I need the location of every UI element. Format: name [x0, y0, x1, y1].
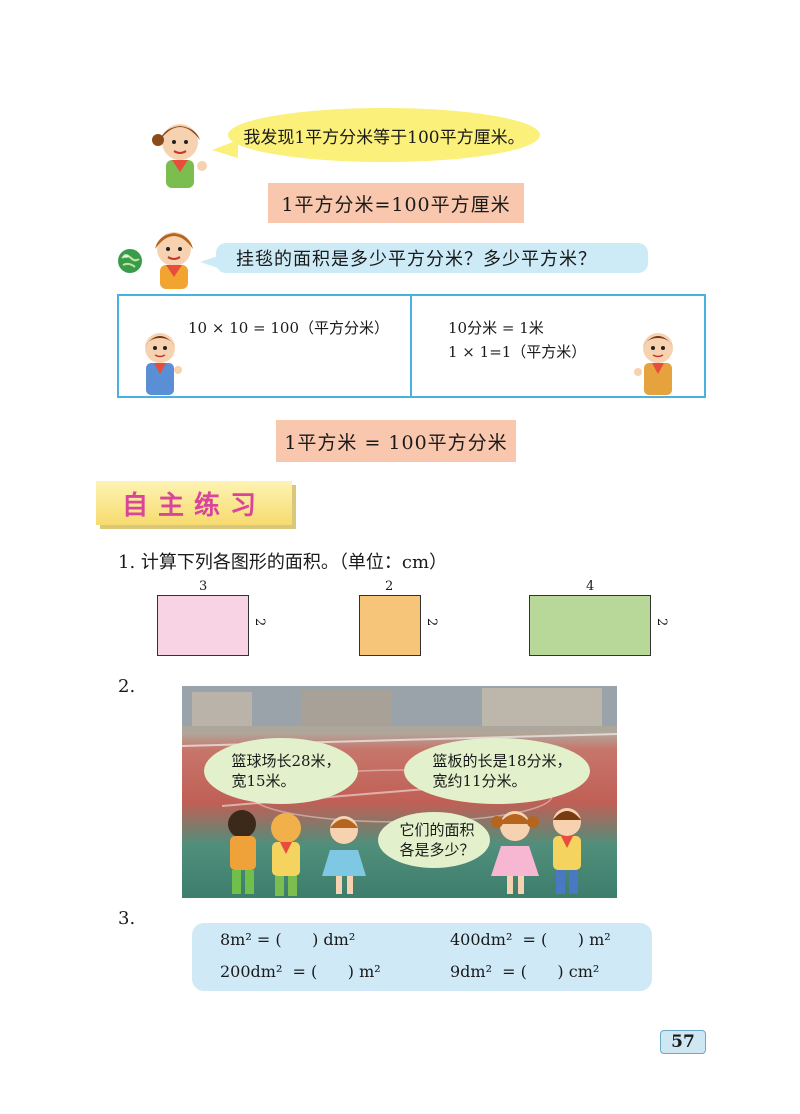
- question-bubble-tail: [200, 256, 218, 268]
- calc-left-text: 10 × 10 = 100（平方分米）: [188, 319, 390, 337]
- shape1-rectangle: [157, 595, 249, 656]
- speech-court-text: 篮球场长28米， 宽15米。: [231, 752, 341, 790]
- question-text: 挂毯的面积是多少平方分米？多少平方米？: [236, 249, 597, 270]
- q3-row2-left[interactable]: 200dm² = ( ) m²: [220, 962, 381, 981]
- q2-number: 2.: [118, 676, 136, 697]
- formula-box-1: 1平方分米=100平方厘米: [268, 183, 524, 223]
- shape2-square: [359, 595, 421, 656]
- basketball-court-photo: 篮球场长28米， 宽15米。 篮板的长是18分米， 宽约11分米。 它们的面积 …: [182, 686, 617, 898]
- boy-illustration-left: [145, 333, 182, 395]
- shape1-top-label: 3: [199, 579, 208, 594]
- speech-bubble-question: 它们的面积 各是多少？: [378, 812, 490, 868]
- formula-2-text: 1平方米 = 100平方分米: [284, 431, 508, 454]
- speech-bubble-backboard: 篮板的长是18分米， 宽约11分米。: [404, 738, 590, 804]
- shape2-top-label: 2: [385, 579, 394, 594]
- girl-illustration: [152, 124, 207, 188]
- q3-row1-right[interactable]: 400dm² = ( ) m²: [450, 930, 611, 949]
- court-scene: [182, 686, 617, 823]
- page-number: 57: [671, 1032, 695, 1052]
- section-title-banner: 自主练习: [96, 481, 292, 525]
- shape3-side-label: 2: [654, 618, 669, 627]
- shape1-side-label: 2: [252, 618, 267, 627]
- q1-number: 1.: [118, 552, 136, 573]
- children-group-left: [228, 810, 366, 896]
- speech-bubble-tail: [212, 140, 238, 158]
- shape3-top-label: 4: [586, 579, 595, 594]
- question-bubble: 挂毯的面积是多少平方分米？多少平方米？: [216, 243, 648, 273]
- formula-1-text: 1平方分米=100平方厘米: [281, 193, 511, 216]
- formula-box-2: 1平方米 = 100平方分米: [276, 420, 516, 462]
- q1-heading: 1. 计算下列各图形的面积。（单位：cm）: [118, 548, 447, 574]
- calc-left: 10 × 10 = 100（平方分米）: [188, 316, 389, 340]
- shape3-rectangle: [529, 595, 651, 656]
- shape2-side-label: 2: [424, 618, 439, 627]
- calc-right-line2: 1 × 1=1（平方米）: [448, 343, 587, 361]
- calc-right: 10分米 = 1米 1 × 1=1（平方米）: [448, 316, 586, 364]
- q3-number: 3.: [118, 908, 136, 929]
- girl-speech-bubble: 我发现1平方分米等于100平方厘米。: [228, 108, 540, 162]
- q3-exercise-box: [192, 923, 652, 991]
- speech-question-text: 它们的面积 各是多少？: [399, 821, 475, 859]
- girl-speech-text: 我发现1平方分米等于100平方厘米。: [243, 127, 525, 148]
- calc-right-line1: 10分米 = 1米: [448, 319, 544, 337]
- page-number-badge: 57: [660, 1030, 706, 1054]
- q3-row1-left[interactable]: 8m² = ( ) dm²: [220, 930, 356, 949]
- q1-text: 计算下列各图形的面积。（单位：cm）: [140, 552, 448, 573]
- section-title: 自主练习: [121, 490, 266, 521]
- speech-backboard-text: 篮板的长是18分米， 宽约11分米。: [432, 752, 572, 790]
- speech-bubble-court: 篮球场长28米， 宽15米。: [204, 738, 358, 804]
- q3-row2-right[interactable]: 9dm² = ( ) cm²: [450, 962, 600, 981]
- girl-illustration-2: [155, 232, 193, 289]
- children-group-right: [491, 808, 581, 894]
- panel-divider: [410, 294, 412, 398]
- boy-illustration-right: [634, 333, 673, 395]
- globe-icon: [118, 249, 142, 273]
